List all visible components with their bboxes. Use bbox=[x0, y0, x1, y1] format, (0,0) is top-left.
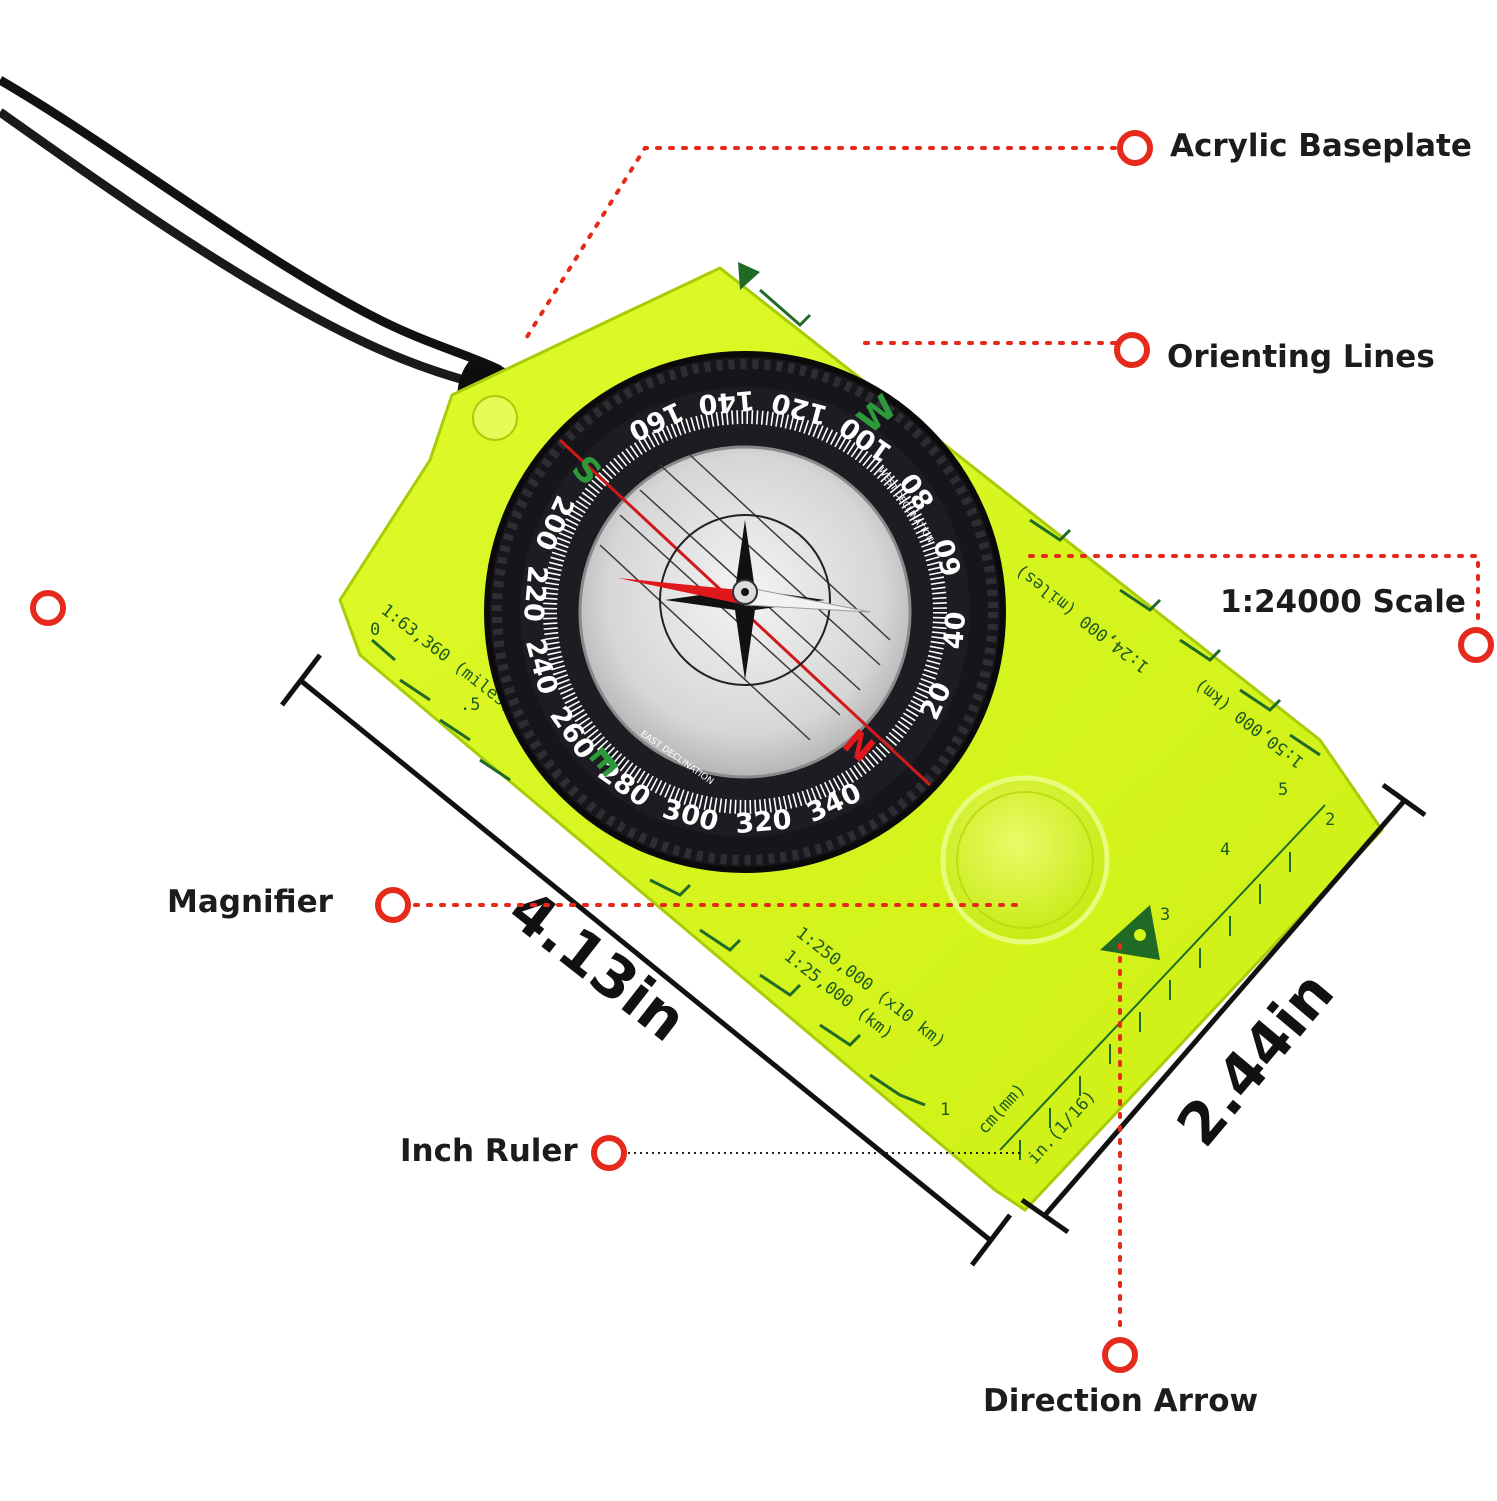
bezel-number: 320 bbox=[734, 804, 793, 840]
plate-num-two: 2 bbox=[1325, 810, 1335, 830]
width-dimension bbox=[1020, 782, 1427, 1235]
callout-scale: 1:24000 Scale bbox=[1220, 584, 1466, 620]
callout-acrylic-baseplate: Acrylic Baseplate bbox=[1170, 128, 1472, 164]
compass-housing bbox=[484, 351, 1006, 873]
callout-orienting-lines: Orienting Lines bbox=[1167, 339, 1435, 375]
plate-num-five: 5 bbox=[1278, 780, 1288, 800]
ring-marker-icon bbox=[1114, 332, 1150, 368]
callout-inch-ruler: Inch Ruler bbox=[400, 1133, 578, 1169]
plate-num-half: .5 bbox=[460, 695, 480, 715]
plate-tick-marks bbox=[371, 288, 1321, 1107]
ring-marker-icon bbox=[1102, 1337, 1138, 1373]
plate-num-four: 4 bbox=[1220, 840, 1230, 860]
direction-arrow bbox=[1100, 905, 1160, 960]
callout-leaders bbox=[413, 146, 1480, 1334]
callout-direction-arrow: Direction Arrow bbox=[983, 1383, 1259, 1419]
lanyard-cord bbox=[0, 76, 536, 439]
plate-num-zero: 0 bbox=[370, 620, 380, 640]
bezel-number: 140 bbox=[697, 384, 756, 420]
magnifier-lens bbox=[940, 775, 1110, 945]
plate-num-one: 1 bbox=[940, 1100, 950, 1120]
callout-markers bbox=[30, 130, 1494, 1373]
bezel-number: 220 bbox=[517, 564, 553, 623]
ring-marker-icon bbox=[375, 887, 411, 923]
inch-ruler bbox=[999, 804, 1326, 1160]
ring-marker-icon bbox=[30, 590, 66, 626]
bezel-number: 40 bbox=[938, 610, 972, 650]
plate-num-three: 3 bbox=[1160, 905, 1170, 925]
callout-magnifier: Magnifier bbox=[167, 884, 333, 920]
ring-marker-icon bbox=[1458, 627, 1494, 663]
length-dimension bbox=[280, 653, 1012, 1267]
ring-marker-icon bbox=[591, 1135, 627, 1171]
ring-marker-icon bbox=[1117, 130, 1153, 166]
